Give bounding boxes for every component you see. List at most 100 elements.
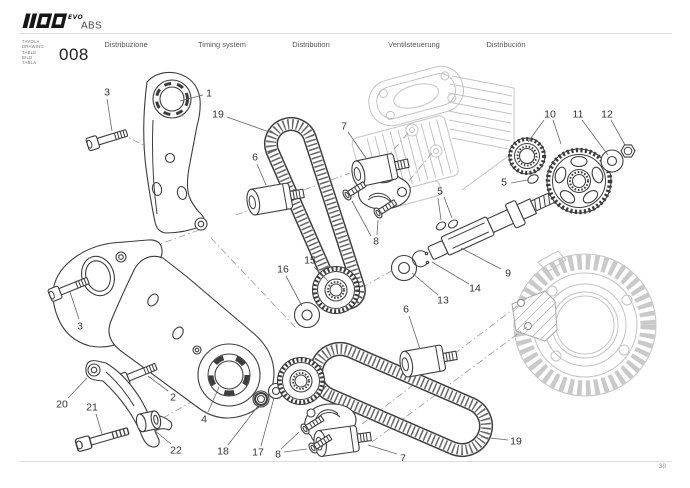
part-callout-6: 6 (252, 152, 258, 164)
callout-leader-line (283, 448, 308, 453)
part-callout-19: 19 (510, 436, 522, 448)
idler-roller-part-6-lower (397, 341, 460, 379)
table-label-block: TAVOLA DRAWING TABLE BILD TABLA (22, 39, 44, 66)
callout-leader-line (367, 444, 398, 455)
callout-leader-line (480, 436, 509, 441)
timing-cover-part (52, 239, 163, 348)
flywheel-cover (511, 250, 657, 397)
callout-leader-line (351, 200, 372, 237)
part-callout-16: 16 (277, 264, 289, 276)
screw-part-21 (74, 424, 131, 453)
callout-leader-line (443, 196, 453, 219)
screw-part-3 (84, 126, 130, 152)
washer-part-16 (293, 301, 321, 329)
bushing-part-22 (135, 410, 162, 433)
camshaft-pulley-lower (278, 358, 325, 405)
part-callout-5: 5 (501, 177, 507, 189)
callout-leader-line (179, 94, 204, 102)
callout-leader-line (437, 197, 442, 221)
fixed-tensioner-part-7-upper (349, 149, 412, 210)
title-english: Timing system (197, 40, 247, 49)
callout-leader-line (69, 291, 80, 320)
callout-leader-line (581, 119, 609, 156)
callout-leader-line (411, 272, 439, 296)
part-callout-4: 4 (201, 414, 207, 426)
title-french: Distribution (292, 40, 330, 49)
part-callout-19: 19 (212, 109, 224, 121)
nut-part-12 (620, 144, 636, 158)
callout-leader-line (408, 315, 421, 350)
callout-leader-line (527, 119, 545, 143)
part-callout-12: 12 (601, 109, 613, 121)
page-number: 38 (658, 463, 666, 470)
callout-leader-line (280, 431, 300, 450)
callout-leader-line (226, 116, 273, 134)
camshaft-pulley-part-15 (313, 267, 360, 314)
title-italian: Distribuzione (104, 40, 148, 49)
nut-part-18 (252, 390, 270, 408)
part-callout-3: 3 (104, 87, 110, 99)
table-label-it: TAVOLA (22, 39, 40, 44)
callout-leader-line (256, 163, 267, 186)
part-callout-6: 6 (403, 304, 409, 316)
woodruff-keys-part-5 (435, 174, 539, 231)
brand-logo: EVO ABS (22, 13, 102, 32)
timing-gear-small (508, 137, 546, 175)
callout-leader-line (285, 275, 303, 307)
table-label-en2: TABLE (22, 49, 37, 55)
callout-leader-line (610, 119, 626, 146)
logo-abs-text: ABS (81, 21, 102, 32)
part-callout-21: 21 (86, 402, 98, 414)
callout-leader-line (106, 98, 113, 132)
part-callout-13: 13 (437, 295, 449, 307)
callout-leader-line (552, 119, 562, 145)
washer-part-13 (390, 254, 418, 282)
part-callout-8: 8 (275, 449, 281, 461)
title-spanish: Distribución (486, 40, 526, 49)
table-label-de: BILD (22, 55, 33, 61)
part-callout-2: 2 (170, 392, 176, 404)
logo-1100-glyphs (22, 13, 68, 28)
callout-leader-line (313, 266, 329, 282)
part-callout-7: 7 (400, 453, 406, 465)
part-callout-20: 20 (56, 399, 68, 411)
layshaft-part-9 (427, 186, 570, 260)
part-callout-8: 8 (373, 236, 379, 248)
part-callout-3: 3 (77, 321, 83, 333)
part-callout-1: 1 (206, 88, 212, 100)
callout-leader-line (95, 413, 103, 435)
tensioner-lever-arm-part (108, 255, 275, 419)
timing-gear-large (545, 147, 613, 215)
part-callout-22: 22 (170, 445, 182, 457)
header-rule (20, 33, 672, 34)
callout-leader-line (207, 386, 220, 413)
callout-leader-line (67, 377, 88, 399)
title-german: Ventilsteuerung (388, 40, 440, 49)
callout-leader-line (153, 429, 172, 445)
cylinder-fins (447, 75, 515, 191)
part-callout-11: 11 (573, 109, 584, 121)
part-callout-18: 18 (217, 446, 229, 458)
logo-evo-text: EVO (68, 14, 83, 21)
callout-leader-line (376, 219, 379, 236)
tensioner-arm-part-1 (143, 71, 208, 234)
part-callout-9: 9 (505, 268, 511, 280)
callout-leader-line (431, 261, 470, 285)
washer-part-11 (600, 149, 624, 173)
part-callout-14: 14 (469, 283, 481, 295)
callout-leader-line (227, 405, 259, 446)
callout-leader-line (260, 397, 275, 447)
footer-rule (20, 461, 672, 462)
callout-leader-line (460, 247, 502, 270)
part-callout-17: 17 (252, 447, 264, 459)
part-callout-15: 15 (304, 255, 316, 267)
table-label-en: DRAWING (22, 44, 45, 50)
table-label-es: TABLA (22, 60, 37, 66)
part-callout-5: 5 (437, 186, 443, 198)
part-callout-7: 7 (341, 121, 347, 133)
part-callout-10: 10 (544, 109, 556, 121)
drawing-table-number: 008 (59, 45, 89, 64)
callout-leader-line (147, 375, 169, 392)
